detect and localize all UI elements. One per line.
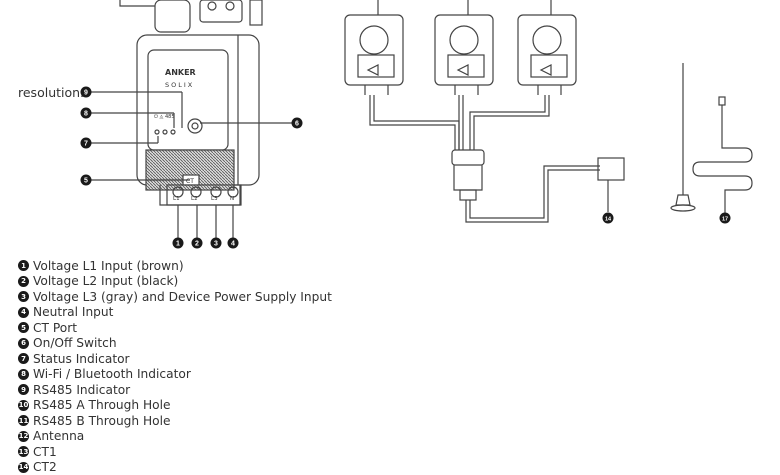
legend-label: Voltage L3 (gray) and Device Power Suppl… [33, 290, 332, 304]
legend-number: 9 [18, 384, 29, 395]
legend-label: CT Port [33, 321, 77, 335]
legend-item: 7 Status Indicator [18, 351, 332, 367]
legend-item: 3 Voltage L3 (gray) and Device Power Supp… [18, 289, 332, 305]
legend-label: CT1 [33, 445, 57, 459]
legend-item: 4 Neutral Input [18, 305, 332, 321]
legend-label: RS485 Indicator [33, 383, 130, 397]
svg-text:4: 4 [231, 241, 235, 248]
svg-text:1: 1 [176, 241, 180, 248]
ct-clamp-3 [518, 0, 576, 95]
legend-label: Voltage L1 Input (brown) [33, 259, 184, 273]
legend-item: 6 On/Off Switch [18, 336, 332, 352]
callout-3: 3 [211, 238, 222, 249]
ct-clamp-2 [435, 0, 493, 95]
svg-text:9: 9 [84, 90, 88, 97]
legend-number: 3 [18, 291, 29, 302]
legend-label: Status Indicator [33, 352, 130, 366]
callout-1: 1 [173, 238, 184, 249]
ct-wiring [370, 95, 624, 222]
rs485-led [171, 130, 175, 134]
antenna [671, 63, 752, 215]
legend-item: 1 Voltage L1 Input (brown) [18, 258, 332, 274]
legend-item: 11 RS485 B Through Hole [18, 413, 332, 429]
legend-item: 2 Voltage L2 Input (black) [18, 274, 332, 290]
terminal-l1: L1 [173, 196, 180, 202]
callout-2: 2 [192, 238, 203, 249]
legend-label: Wi-Fi / Bluetooth Indicator [33, 367, 191, 381]
terminal-l3: L3 [211, 196, 218, 202]
svg-text:14: 14 [605, 217, 612, 223]
legend-item: 5 CT Port [18, 320, 332, 336]
legend-number: 2 [18, 276, 29, 287]
ct-label: CT [186, 178, 194, 185]
ct-clamp-1 [345, 0, 403, 95]
rj45-connector [598, 158, 624, 180]
svg-text:5: 5 [84, 178, 88, 185]
wifi-led [163, 130, 167, 134]
indicator-labels: ⏻ ◬ 485 [154, 114, 175, 120]
legend-number: 6 [18, 338, 29, 349]
svg-text:2: 2 [195, 241, 199, 248]
legend-number: 14 [18, 462, 29, 473]
legend-label: RS485 A Through Hole [33, 398, 170, 412]
legend-item: 8 Wi-Fi / Bluetooth Indicator [18, 367, 332, 383]
callout-17: 17 [720, 213, 731, 224]
legend-label: CT2 [33, 460, 57, 474]
legend-label: Voltage L2 Input (black) [33, 274, 178, 288]
legend-list: 1 Voltage L1 Input (brown) 2 Voltage L2 In… [18, 258, 332, 475]
terminal-n: N [230, 196, 234, 202]
status-led [155, 130, 159, 134]
callout-9: 9 [81, 87, 92, 98]
callout-14: 14 [603, 213, 614, 224]
sub-brand-text: SOLIX [165, 81, 194, 89]
legend-label: Antenna [33, 429, 84, 443]
legend-label: RS485 B Through Hole [33, 414, 171, 428]
legend-item: 9 RS485 Indicator [18, 382, 332, 398]
callout-4: 4 [228, 238, 239, 249]
legend-number: 1 [18, 260, 29, 271]
svg-text:7: 7 [84, 141, 88, 148]
legend-number: 10 [18, 400, 29, 411]
legend-number: 11 [18, 415, 29, 426]
legend-label: Neutral Input [33, 305, 113, 319]
terminal-block [167, 185, 241, 238]
legend-item: 12 Antenna [18, 429, 332, 445]
legend-number: 5 [18, 322, 29, 333]
legend-item: 14 CT2 [18, 460, 332, 475]
svg-text:8: 8 [84, 111, 88, 118]
legend-label: On/Off Switch [33, 336, 117, 350]
svg-text:3: 3 [214, 241, 218, 248]
legend-item: 13 CT1 [18, 444, 332, 460]
legend-number: 8 [18, 369, 29, 380]
legend-item: 10 RS485 A Through Hole [18, 398, 332, 414]
power-switch [188, 119, 202, 133]
terminal-l2: L2 [191, 196, 198, 202]
callout-5: 5 [81, 175, 92, 186]
svg-text:17: 17 [722, 217, 728, 223]
callout-7: 7 [81, 138, 92, 149]
legend-number: 7 [18, 353, 29, 364]
legend-number: 4 [18, 307, 29, 318]
device-top-cable [120, 0, 262, 32]
legend-number: 13 [18, 446, 29, 457]
callout-6: 6 [292, 118, 303, 129]
brand-text: ANKER [165, 68, 196, 77]
svg-text:6: 6 [295, 121, 299, 128]
legend-number: 12 [18, 431, 29, 442]
callout-8: 8 [81, 108, 92, 119]
